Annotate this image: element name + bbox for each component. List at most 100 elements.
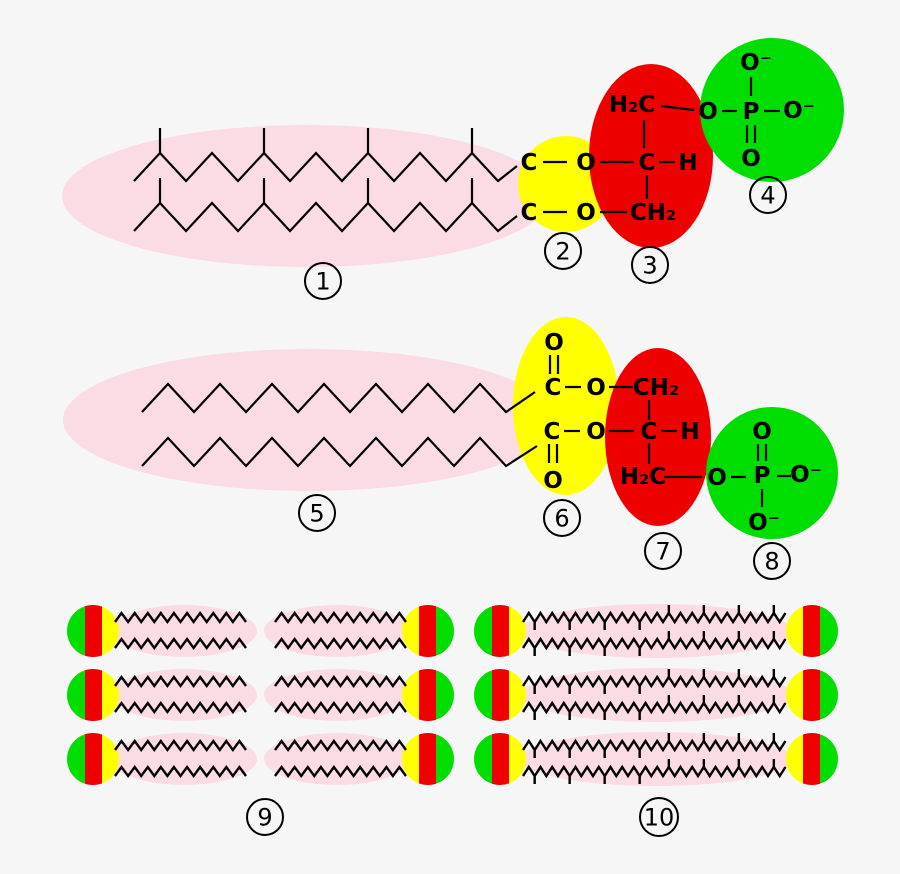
atom-c: C [545,375,562,401]
membrane-tails-ellipse [264,733,410,785]
label-number: 8 [764,548,779,576]
archaeal-tails-ellipse [62,125,550,267]
atom-o: O [752,419,772,445]
membrane-tail-chain [274,738,407,753]
label-circle [304,262,342,300]
atom-h2c: H₂C [620,464,666,490]
bacterial-lipid-structure: O C O C O O CH₂ C H H₂C O O P O⁻ O⁻ [63,317,838,539]
label-number: 4 [760,182,775,210]
atom-o: O [543,468,563,494]
membrane-tail-chain [114,610,247,625]
membrane-tail-chain [521,700,787,715]
hydrocarbon-chain [141,382,536,414]
archaeal-glycerol-ellipse [589,64,713,248]
label-archaeal-phosphate: 4 [749,176,787,214]
lipid-head-left [67,669,119,721]
bacterial-fatty-acid-chains [141,382,538,468]
label-circle [644,532,682,570]
lipid-head-right [786,733,838,785]
label-monolayer: 10 [639,797,679,837]
atom-o: O [741,146,761,172]
label-circle [753,542,791,580]
atom-c: C [544,419,561,445]
lipid-head-right [402,733,454,785]
membrane-tail-chain [114,674,247,689]
lipid-head-left [474,605,526,657]
label-number: 7 [655,538,670,566]
hydrocarbon-chain [133,201,518,233]
atom-o: O [586,419,606,445]
atom-o-minus: O⁻ [783,98,815,124]
atom-o: O [698,99,718,125]
label-number: 1 [315,268,330,296]
atom-o-minus: O⁻ [748,510,780,536]
membrane-tails-ellipse [111,605,257,657]
atom-ch2: CH₂ [630,200,676,226]
atom-o: O [576,150,596,176]
bilayer-membrane [67,605,454,785]
lipid-head-right [786,605,838,657]
atom-o: O [586,375,606,401]
atom-c: C [521,200,538,226]
label-circle [639,797,679,837]
membrane-tail-chain [114,764,247,779]
membrane-tail-chain [274,610,407,625]
bacterial-glycerol-ellipse [605,348,711,526]
membrane-tail-chain [114,738,247,753]
archaeal-lipid-structure: C O C O H₂C C H CH₂ O⁻ O P O⁻ O [62,38,844,267]
label-number: 5 [309,500,324,528]
label-number: 2 [555,238,570,266]
label-archaeal-tails: 1 [304,262,342,300]
lipid-head-right [402,669,454,721]
bacterial-phosphate-circle [706,407,838,539]
membrane-tail-chain [521,764,787,779]
lipid-head-right [402,605,454,657]
membrane-tails-ellipse [264,669,410,721]
label-circle [544,232,582,270]
atom-o: O [576,200,596,226]
label-number: 9 [257,804,272,832]
label-circle [543,499,581,537]
label-number: 10 [644,804,675,832]
label-circle [631,246,669,284]
archaeal-isoprenoid-chains [133,128,518,233]
membrane-tail-chain [521,636,787,651]
membrane-tail-chain [521,610,787,625]
membrane-tail-chain [274,700,407,715]
label-bacterial-phosphate: 8 [753,542,791,580]
atom-p: P [743,99,760,125]
label-archaeal-glycerol: 3 [631,246,669,284]
lipid-head-right [786,669,838,721]
membrane-tail-chain [114,700,247,715]
bond [660,104,695,112]
membrane-tails-ellipse [264,605,410,657]
lipid-head-left [474,733,526,785]
lipid-head-left [474,669,526,721]
bacterial-tails-ellipse [63,349,555,491]
label-bacterial-linkage: 6 [543,499,581,537]
membrane-tails-ellipse [111,669,257,721]
label-number: 3 [642,252,657,280]
lipid-head-left [67,733,119,785]
atom-o: O [544,330,564,356]
label-circle [246,798,284,836]
atom-c: C [639,150,656,176]
atom-ch2: CH₂ [633,375,679,401]
monolayer-membrane [474,604,838,786]
membrane-tail-chain [274,674,407,689]
membrane-tail-chain [274,764,407,779]
label-archaeal-linkage: 2 [544,232,582,270]
atom-h: H [678,150,697,176]
atom-o-minus: O⁻ [790,462,822,488]
atom-h: H [680,419,699,445]
atom-o-minus: O⁻ [740,50,772,76]
label-bacterial-glycerol: 7 [644,532,682,570]
label-circle [298,494,336,532]
label-bilayer: 9 [246,798,284,836]
label-number: 6 [554,505,569,533]
membrane-tail-chain [274,636,407,651]
lipid-head-left [67,605,119,657]
membrane-tail-chain [114,636,247,651]
membrane-tails-ellipse [111,733,257,785]
